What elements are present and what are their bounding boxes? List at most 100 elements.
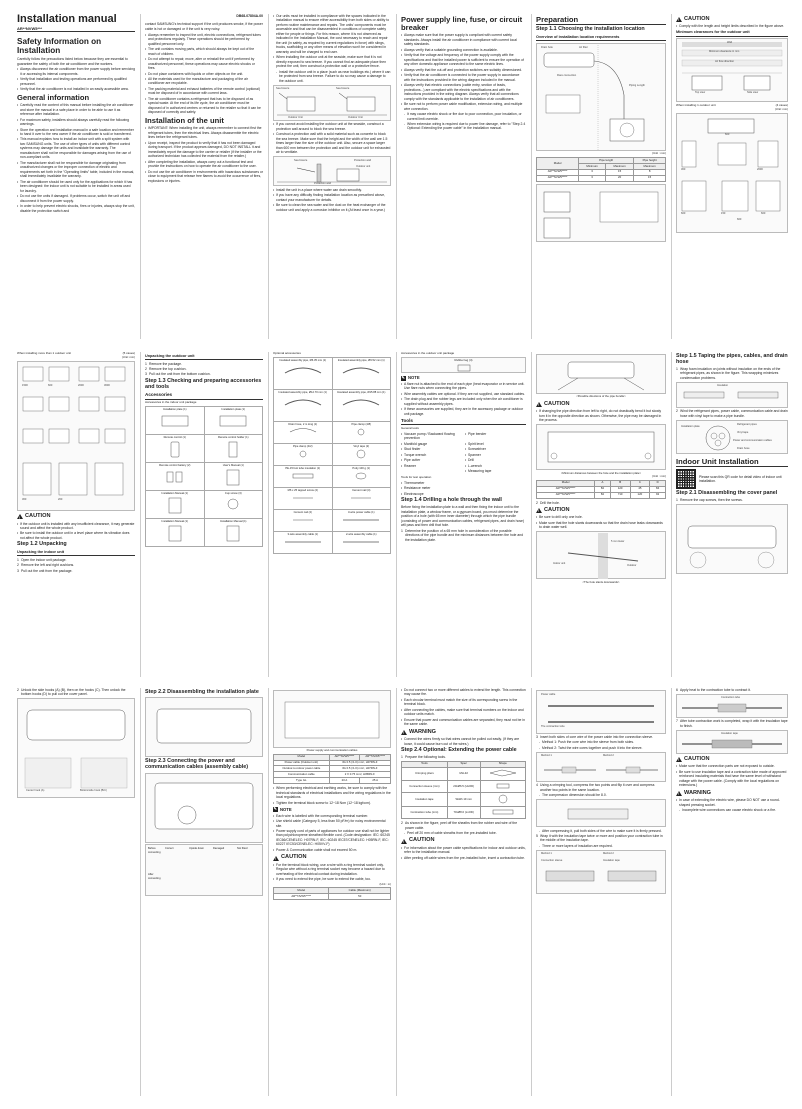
manual-page-2: When installing more than 1 outdoor unit…	[14, 352, 788, 677]
hook-unlock-figure: Center hook (A) Bottom/side hook (B/C)	[17, 698, 135, 799]
body-bullet: IMPORTANT: When installing the unit, alw…	[145, 126, 263, 139]
figure-label: Connection sleeve	[541, 858, 563, 862]
column-4: Accessories in the outdoor unit package …	[401, 352, 526, 677]
warning-bullet: Connect the wires firmly so that wires c…	[401, 737, 526, 746]
dimension-label: 3000	[104, 384, 110, 388]
figure-label: Method 1	[541, 753, 552, 757]
general-bullet: Carefully read the content of this manua…	[17, 103, 135, 116]
table-row: Connection sleeve (mm)20xØ6.5 (HxOD)	[401, 780, 526, 794]
body-sub: Three or more layers of insulation are r…	[536, 844, 666, 849]
figure-label: Contraction tube	[721, 695, 741, 699]
unpack-outdoor-title: Unpacking the outdoor unit	[145, 354, 263, 360]
tool-item: Resistance meter	[401, 486, 526, 491]
tube-icon	[492, 809, 514, 814]
safety-bullet: Always disconnect the air conditioner fr…	[17, 67, 135, 76]
pipe-directions-figure	[536, 353, 666, 394]
warning-triangle-icon	[273, 855, 279, 861]
cover-panel-figure	[676, 504, 788, 575]
dimension-label: 300	[22, 498, 27, 502]
dimension-label: 2000	[78, 384, 84, 388]
note-bullet: Power supply cord of parts of appliances…	[273, 829, 391, 847]
step-2-1: Step 2.1 Disassembling the cover panel	[676, 490, 778, 497]
unpack-indoor-title: Unpacking the indoor unit	[17, 550, 135, 557]
body-bullet: After completing the installation, alway…	[145, 160, 263, 169]
figure-label: Top view	[695, 91, 706, 95]
sleeve-method-figure: Method 1 Method 2	[536, 751, 666, 782]
figure-label: Protection wall	[314, 182, 331, 186]
indoor-accessories-grid: Installation plate (1) Installation plat…	[145, 406, 263, 548]
caution-bullet: Be sure to install the outdoor unit in a…	[17, 531, 135, 540]
figure-label: The contraction tube	[541, 724, 565, 728]
dimension-label: 200	[58, 498, 63, 502]
caution-bullet: Be sure to drill only one hole.	[536, 515, 666, 520]
sea-breeze-figure: Sea breeze Sea breeze Outdoor Unit Outdo…	[273, 84, 391, 121]
warning-triangle-icon	[676, 757, 682, 763]
figure-label: Drain hose	[737, 446, 750, 450]
qr-block: Please scan this QR code for detail vide…	[676, 469, 788, 490]
tool-item: Pipe cutter	[401, 458, 462, 463]
manual-title: Installation manual	[17, 14, 117, 25]
tool-item: Pipe bender	[465, 432, 526, 441]
caution-heading: CAUTION	[401, 837, 526, 844]
note-bullet: A flare nut is attached to the end of ea…	[401, 382, 526, 391]
body-bullet: Always verify that a suitable grounding …	[401, 48, 526, 53]
body-sub: Peel off 20 mm of cable sheaths from the…	[401, 831, 526, 836]
unit-label: (Unit : mm)	[652, 151, 666, 156]
general-bullet: The air conditioner should be used only …	[17, 180, 135, 193]
protection-wall-figure: Sea breeze Protection wall Outdoor unit …	[273, 156, 391, 187]
general-bullet: This manual explains how to install an i…	[17, 137, 135, 159]
figure-label: Damaged	[213, 847, 225, 851]
column-1: Installation manual AR**NVW5*** Safety I…	[17, 14, 135, 339]
caution-bullet: Be sure to use insulation tape and a con…	[676, 770, 788, 788]
figure-caption: <Minimum distances between the hole and …	[560, 470, 642, 475]
caution-bullet: Make sure that the hole slants downwards…	[536, 521, 666, 530]
figure-label: Outdoor	[627, 564, 637, 568]
optional-accessories-label: Optional accessories	[273, 352, 301, 355]
note-heading: NOTE	[273, 806, 391, 813]
dimension-label: 300	[681, 168, 686, 171]
tool-item: Stud finder	[401, 447, 462, 452]
power-supply-title: Power supply line, fuse, or circuit brea…	[401, 15, 523, 32]
caution-bullet: If the outdoor unit is installed with an…	[17, 522, 135, 531]
column-3: Our units must be installed in complianc…	[273, 14, 391, 339]
general-bullet: Do not use the units if damaged. If prob…	[17, 194, 135, 203]
figure-label: Wall	[727, 41, 732, 45]
step-1-1: Step 1.1 Choosing the installation locat…	[536, 26, 645, 33]
body-text: contact SAMSUNG's technical support if t…	[145, 22, 263, 31]
body-bullet: Our units must be installed in complianc…	[273, 14, 391, 54]
figure-label: Sea breeze	[276, 86, 290, 90]
body-bullet: Always remember to inspect the unit, ele…	[145, 33, 263, 46]
note-bullet: Each wire is labelled with the correspon…	[273, 814, 391, 819]
step-1-5: Step 1.5 Taping the pipes, cables, and d…	[676, 353, 788, 365]
test-tools-label: Tools for test operation	[401, 474, 432, 479]
caution-heading: CAUTION	[536, 401, 666, 408]
figure-label: Protection wall	[354, 159, 371, 163]
qr-code-icon[interactable]	[676, 469, 696, 490]
crimp-figure	[536, 799, 666, 828]
figure-label: Sea breeze	[336, 86, 350, 90]
caution-bullet: After peeling off cable wires from the p…	[401, 856, 526, 861]
body-bullet: Do not connect two or more different cab…	[401, 688, 526, 697]
sleeve-icon	[496, 783, 510, 789]
figure-label: Drain hole	[541, 45, 553, 49]
single-unit-clearance-figure: 600 300 2000 600 150 600 600	[676, 113, 788, 233]
tool-item: Thermometer	[401, 481, 526, 486]
tape-wrap-figure: Method 1 Method 2 Connection sleeve Insu…	[536, 849, 666, 894]
column-3: Optional accessories Insulated assembly …	[273, 352, 391, 677]
figure-label: Outdoor Unit	[288, 115, 303, 119]
safety-title: Safety Information on Installation	[17, 37, 102, 55]
installation-plate-figure	[145, 697, 263, 758]
dimension-label: 150	[721, 212, 726, 215]
body-bullet: Do not use the air conditioner in enviro…	[145, 170, 263, 183]
